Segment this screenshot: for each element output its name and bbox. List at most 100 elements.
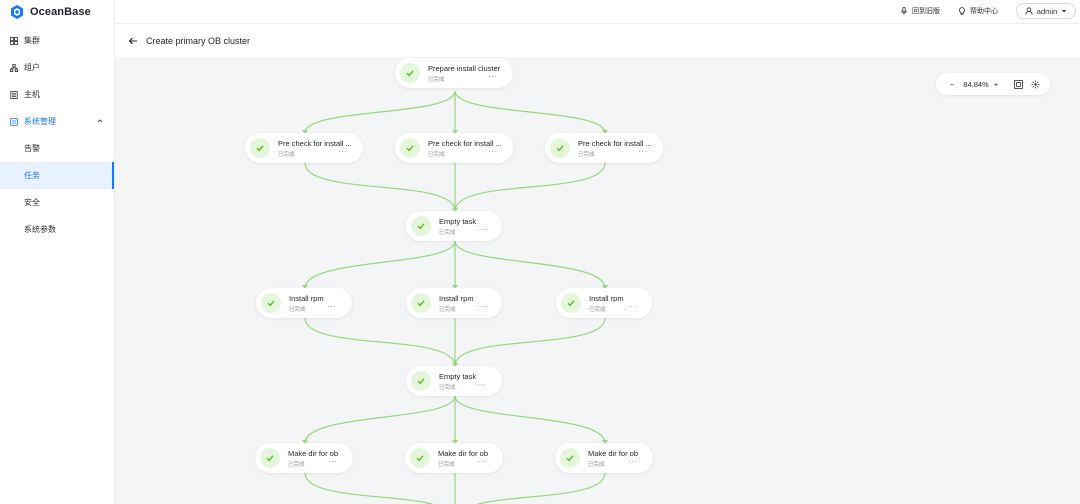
user-name: admin bbox=[1036, 6, 1058, 16]
graph-edge bbox=[304, 240, 456, 289]
logo[interactable]: OceanBase bbox=[0, 0, 114, 24]
user-icon bbox=[1025, 7, 1033, 15]
graph-edge-arrow bbox=[602, 440, 608, 444]
more-options-icon[interactable]: ··· bbox=[478, 457, 488, 466]
zoom-level: 84.84% bbox=[963, 79, 989, 89]
task-node-install-rpm[interactable]: Install rpm 已完成 ··· bbox=[406, 288, 502, 318]
back-to-old-version-link[interactable]: 回到旧版 bbox=[900, 0, 940, 22]
graph-edge bbox=[454, 317, 606, 367]
page-header: Create primary OB cluster bbox=[115, 25, 1080, 57]
graph-edge-arrow bbox=[302, 130, 308, 134]
task-node-status: 已完成 bbox=[288, 462, 305, 468]
more-options-icon[interactable]: ··· bbox=[627, 302, 637, 311]
graph-edge bbox=[304, 162, 456, 212]
sidebar-subitem-tasks[interactable]: 任务 bbox=[0, 162, 114, 189]
task-node-pre-check[interactable]: Pre check for install ... 已完成 ··· bbox=[545, 133, 663, 163]
more-options-icon[interactable]: ··· bbox=[638, 147, 648, 156]
task-node-status: 已完成 bbox=[428, 77, 445, 83]
task-node-empty-task[interactable]: Empty task 已完成 ··· bbox=[406, 366, 502, 396]
task-node-prepare-install-cluster[interactable]: Prepare install cluster 已完成 ··· bbox=[395, 58, 513, 88]
more-options-icon[interactable]: ··· bbox=[488, 72, 498, 81]
task-node-label: Empty task bbox=[439, 217, 477, 226]
sidebar-subitem-label: 安全 bbox=[24, 198, 40, 207]
sidebar-subitem-label: 告警 bbox=[24, 144, 40, 153]
user-menu[interactable]: admin bbox=[1016, 3, 1076, 19]
task-node-make-dir[interactable]: Make dir for ob 已完成 ··· bbox=[405, 443, 503, 473]
task-node-status: 已完成 bbox=[439, 230, 456, 236]
task-node-status: 已完成 bbox=[439, 307, 456, 313]
more-options-icon[interactable]: ··· bbox=[477, 302, 487, 311]
graph-edge-arrow bbox=[302, 440, 308, 444]
more-options-icon[interactable]: ··· bbox=[477, 225, 487, 234]
lightbulb-icon bbox=[959, 7, 965, 15]
more-options-icon[interactable]: ··· bbox=[628, 457, 638, 466]
task-node-install-rpm[interactable]: Install rpm 已完成 ··· bbox=[256, 288, 352, 318]
old-version-label: 回到旧版 bbox=[912, 8, 940, 15]
more-options-icon[interactable]: ··· bbox=[477, 380, 487, 389]
host-icon bbox=[10, 90, 18, 99]
task-node-status: 已完成 bbox=[439, 385, 456, 391]
fit-view-icon[interactable] bbox=[1008, 79, 1028, 89]
check-icon bbox=[560, 448, 580, 468]
graph-edge bbox=[304, 395, 456, 444]
graph-edge-arrow bbox=[452, 285, 458, 289]
graph-edge-arrow bbox=[452, 130, 458, 134]
check-icon bbox=[411, 216, 431, 236]
task-node-make-dir[interactable]: Make dir for ob 已完成 ··· bbox=[555, 443, 653, 473]
task-node-label: Make dir for ob bbox=[288, 449, 339, 458]
graph-edge bbox=[454, 240, 606, 289]
zoom-in-button[interactable]: + bbox=[993, 79, 999, 89]
task-node-status: 已完成 bbox=[289, 307, 306, 313]
task-node-install-rpm[interactable]: Install rpm 已完成 ··· bbox=[556, 288, 652, 318]
graph-edge-arrow bbox=[452, 363, 458, 367]
check-icon bbox=[250, 138, 270, 158]
task-node-label: Prepare install cluster bbox=[428, 64, 501, 73]
sidebar-subitem-security[interactable]: 安全 bbox=[0, 189, 114, 216]
task-node-pre-check[interactable]: Pre check for install ... 已完成 ··· bbox=[245, 133, 363, 163]
task-node-make-dir[interactable]: Make dir for ob 已完成 ··· bbox=[255, 443, 353, 473]
task-node-label: Pre check for install ... bbox=[428, 139, 502, 148]
graph-edge-arrow bbox=[452, 440, 458, 444]
graph-edge bbox=[454, 90, 606, 134]
check-icon bbox=[411, 293, 431, 313]
sidebar-item-host[interactable]: 主机 bbox=[0, 81, 114, 108]
graph-edge-arrow bbox=[602, 285, 608, 289]
graph-edge bbox=[304, 90, 456, 134]
sidebar-subitem-system-params[interactable]: 系统参数 bbox=[0, 216, 114, 243]
help-center-link[interactable]: 帮助中心 bbox=[958, 0, 998, 22]
task-node-pre-check[interactable]: Pre check for install ... 已完成 ··· bbox=[395, 133, 513, 163]
zoom-out-button[interactable]: − bbox=[949, 79, 955, 89]
graph-edge bbox=[454, 395, 606, 444]
task-node-empty-task[interactable]: Empty task 已完成 ··· bbox=[406, 211, 502, 241]
sidebar-item-system-management[interactable]: 系统管理 bbox=[0, 108, 114, 135]
check-icon bbox=[400, 63, 420, 83]
graph-edge bbox=[304, 472, 434, 504]
graph-edge-arrow bbox=[302, 285, 308, 289]
sidebar-item-label: 系统管理 bbox=[24, 117, 56, 126]
more-options-icon[interactable]: ··· bbox=[328, 457, 338, 466]
sidebar-item-label: 集群 bbox=[24, 36, 40, 45]
auto-layout-icon[interactable] bbox=[1028, 80, 1042, 89]
back-arrow-icon[interactable] bbox=[126, 34, 140, 48]
help-center-label: 帮助中心 bbox=[970, 8, 998, 15]
more-options-icon[interactable]: ··· bbox=[327, 302, 337, 311]
graph-edge bbox=[304, 317, 456, 367]
check-icon bbox=[410, 448, 430, 468]
sidebar-item-tenant[interactable]: 组户 bbox=[0, 54, 114, 81]
task-node-label: Empty task bbox=[439, 372, 477, 381]
sidebar-item-label: 主机 bbox=[24, 90, 40, 99]
check-icon bbox=[261, 293, 281, 313]
check-icon bbox=[400, 138, 420, 158]
microphone-icon bbox=[901, 7, 907, 15]
task-node-status: 已完成 bbox=[588, 462, 605, 468]
sidebar-item-cluster[interactable]: 集群 bbox=[0, 27, 114, 54]
sidebar-subitem-alarm[interactable]: 告警 bbox=[0, 135, 114, 162]
caret-down-icon bbox=[1062, 10, 1067, 13]
more-options-icon[interactable]: ··· bbox=[338, 147, 348, 156]
chevron-up-icon[interactable] bbox=[97, 118, 103, 124]
sidebar-subitem-label: 系统参数 bbox=[24, 225, 56, 234]
task-graph-canvas[interactable]: Prepare install cluster 已完成 ··· Pre chec… bbox=[115, 57, 1080, 504]
task-node-status: 已完成 bbox=[428, 152, 445, 158]
more-options-icon[interactable]: ··· bbox=[488, 147, 498, 156]
page-title: Create primary OB cluster bbox=[146, 36, 251, 46]
